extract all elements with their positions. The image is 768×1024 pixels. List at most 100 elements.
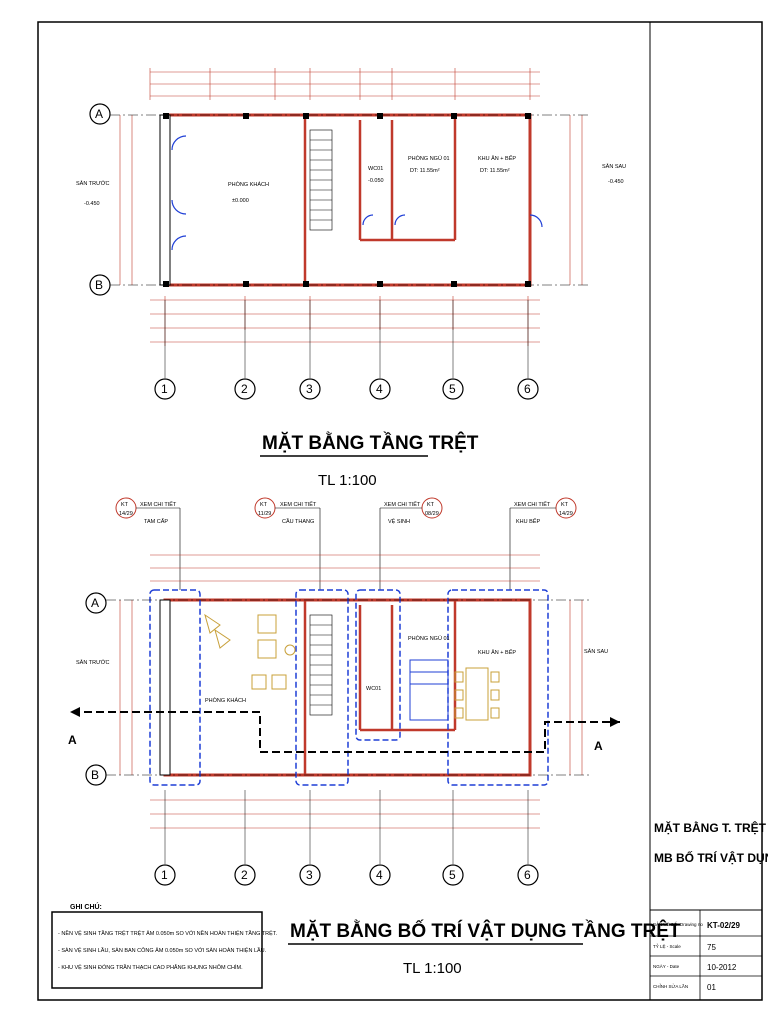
svg-text:11/29: 11/29 bbox=[258, 511, 271, 517]
room-label-living: PHÒNG KHÁCH bbox=[228, 181, 269, 188]
zone-khu-bep bbox=[447, 589, 549, 786]
level-living: ±0.000 bbox=[232, 198, 249, 204]
svg-text:A: A bbox=[91, 596, 99, 610]
svg-text:08/29: 08/29 bbox=[425, 511, 439, 517]
detail-callout-khu-bep: KT 14/29 XEM CHI TIẾT KHU BẾP bbox=[509, 497, 577, 590]
zone-tam-cap bbox=[149, 589, 201, 786]
svg-text:KT: KT bbox=[260, 502, 268, 508]
svg-text:CẦU THANG: CẦU THANG bbox=[282, 518, 314, 525]
svg-text:A: A bbox=[95, 107, 103, 121]
dining-table bbox=[454, 667, 500, 721]
grid-row-A: A bbox=[89, 103, 590, 125]
detail-callout-tam-cap: KT 14/29 XEM CHI TIẾT TAM CẤP bbox=[115, 497, 181, 590]
bottom-dimensions bbox=[150, 296, 540, 346]
side-dimensions bbox=[119, 115, 583, 285]
label-front-yard-2: SÂN TRƯỚC bbox=[76, 659, 109, 666]
exterior-wall bbox=[163, 113, 532, 287]
note-line-2: - SÀN VỆ SINH LẦU, SÀN BAN CÔNG ÂM 0.050… bbox=[58, 946, 267, 954]
label-back-yard: SÂN SAU bbox=[602, 163, 626, 170]
label-front-yard: SÂN TRƯỚC bbox=[76, 180, 109, 187]
tb-label-date: NGÀY - Date bbox=[653, 963, 680, 969]
room-label-wc-2: WC01 bbox=[366, 686, 381, 692]
svg-text:2: 2 bbox=[241, 868, 248, 882]
area-bedroom: DT: 11.55m² bbox=[410, 168, 440, 174]
svg-text:6: 6 bbox=[524, 382, 531, 396]
svg-text:XEM CHI TIẾT: XEM CHI TIẾT bbox=[514, 501, 551, 508]
section-mark-left: A bbox=[68, 733, 77, 747]
svg-text:KT: KT bbox=[121, 502, 129, 508]
svg-text:XEM CHI TIẾT: XEM CHI TIẾT bbox=[280, 501, 317, 508]
section-mark-right: A bbox=[594, 739, 603, 753]
level-back-yard: -0.450 bbox=[608, 179, 624, 185]
svg-text:B: B bbox=[91, 768, 99, 782]
grid-row-B-2: B bbox=[85, 764, 590, 786]
grid-row-B: B bbox=[89, 274, 590, 296]
svg-text:VỆ SINH: VỆ SINH bbox=[388, 517, 410, 525]
top-dimensions bbox=[149, 68, 540, 100]
grid-columns-plan2: 1 2 3 4 5 6 bbox=[154, 790, 539, 886]
grid-columns-plan1: 1 2 3 4 5 6 bbox=[154, 300, 539, 400]
title-block: MẶT BẰNG T. TRỆT MB BỐ TRÍ VẬT DỤNG BẢN … bbox=[650, 820, 768, 1000]
svg-text:5: 5 bbox=[449, 868, 456, 882]
plan2-scale: TL 1:100 bbox=[403, 960, 462, 977]
svg-text:XEM CHI TIẾT: XEM CHI TIẾT bbox=[384, 501, 421, 508]
top-dimensions-2 bbox=[119, 554, 583, 829]
svg-text:KT: KT bbox=[561, 502, 569, 508]
svg-text:14/29: 14/29 bbox=[559, 511, 573, 517]
structural-columns bbox=[163, 113, 531, 287]
living-furniture bbox=[204, 613, 296, 690]
level-wc: -0.050 bbox=[368, 178, 384, 184]
front-steps bbox=[159, 114, 171, 286]
room-label-bedroom-2: PHÒNG NGỦ 01 bbox=[408, 635, 450, 642]
plan2-title: MẶT BẰNG BỐ TRÍ VẬT DỤNG TẦNG TRỆT bbox=[290, 920, 681, 942]
grid-row-A-2: A bbox=[85, 592, 590, 614]
zone-cau-thang bbox=[295, 589, 349, 786]
svg-text:3: 3 bbox=[306, 868, 313, 882]
svg-text:B: B bbox=[95, 278, 103, 292]
svg-text:KT: KT bbox=[427, 502, 435, 508]
room-label-kitchen: KHU ĂN + BẾP bbox=[478, 155, 516, 162]
tb-value-drawing-no: KT-02/29 bbox=[707, 921, 740, 930]
interior-walls bbox=[303, 115, 457, 285]
level-front-yard: -0.450 bbox=[84, 201, 100, 207]
room-label-bedroom: PHÒNG NGỦ 01 bbox=[408, 155, 450, 162]
room-label-living-2: PHÒNG KHÁCH bbox=[205, 697, 246, 704]
plan1-scale: TL 1:100 bbox=[318, 472, 377, 489]
svg-text:3: 3 bbox=[306, 382, 313, 396]
sheet-title-1: MẶT BẰNG T. TRỆT bbox=[654, 820, 767, 835]
tb-value-scale: 75 bbox=[707, 943, 716, 952]
plan-furniture-layout: KT 14/29 XEM CHI TIẾT TAM CẤP KT 11/29 X… bbox=[68, 497, 681, 977]
front-doors bbox=[171, 135, 543, 251]
sheet-border bbox=[37, 21, 763, 1001]
svg-text:4: 4 bbox=[376, 868, 383, 882]
note-line-3: - KHU VỆ SINH ĐÓNG TRẦN THẠCH CAO PHẲNG … bbox=[58, 963, 243, 971]
zone-ve-sinh bbox=[355, 589, 401, 741]
svg-text:14/29: 14/29 bbox=[119, 511, 133, 517]
svg-text:6: 6 bbox=[524, 868, 531, 882]
plan-ground-floor: PHÒNG KHÁCH ±0.000 WC01 -0.050 PHÒNG NGỦ… bbox=[76, 68, 626, 489]
section-line: A A bbox=[68, 707, 620, 753]
front-steps-2 bbox=[159, 599, 171, 776]
tb-value-revision: 01 bbox=[707, 983, 716, 992]
svg-text:XEM CHI TIẾT: XEM CHI TIẾT bbox=[140, 501, 177, 508]
tb-value-date: 10-2012 bbox=[707, 963, 737, 972]
sheet-title-2: MB BỐ TRÍ VẬT DỤNG bbox=[654, 850, 768, 865]
svg-text:5: 5 bbox=[449, 382, 456, 396]
room-label-wc: WC01 bbox=[368, 166, 383, 172]
notes-heading: GHI CHÚ: bbox=[70, 902, 102, 911]
detail-callout-ve-sinh: KT 08/29 XEM CHI TIẾT VỆ SINH bbox=[379, 497, 443, 590]
plan1-title: MẶT BẰNG TẦNG TRỆT bbox=[262, 432, 479, 454]
svg-text:2: 2 bbox=[241, 382, 248, 396]
bed bbox=[409, 659, 449, 721]
note-line-1: - NỀN VỆ SINH TẦNG TRỆT TRỆT ÂM 0.050m S… bbox=[58, 929, 278, 937]
svg-text:TAM CẤP: TAM CẤP bbox=[144, 518, 168, 525]
staircase-2 bbox=[309, 614, 333, 716]
svg-text:1: 1 bbox=[161, 382, 168, 396]
tb-label-scale: TỶ LỆ - Scale bbox=[653, 942, 681, 949]
notes-box: GHI CHÚ: - NỀN VỆ SINH TẦNG TRỆT TRỆT ÂM… bbox=[51, 902, 278, 989]
svg-text:1: 1 bbox=[161, 868, 168, 882]
svg-text:KHU BẾP: KHU BẾP bbox=[516, 518, 540, 525]
room-label-kitchen-2: KHU ĂN + BẾP bbox=[478, 649, 516, 656]
tb-label-revision: CHỈNH SỬA LẦN bbox=[653, 983, 688, 989]
